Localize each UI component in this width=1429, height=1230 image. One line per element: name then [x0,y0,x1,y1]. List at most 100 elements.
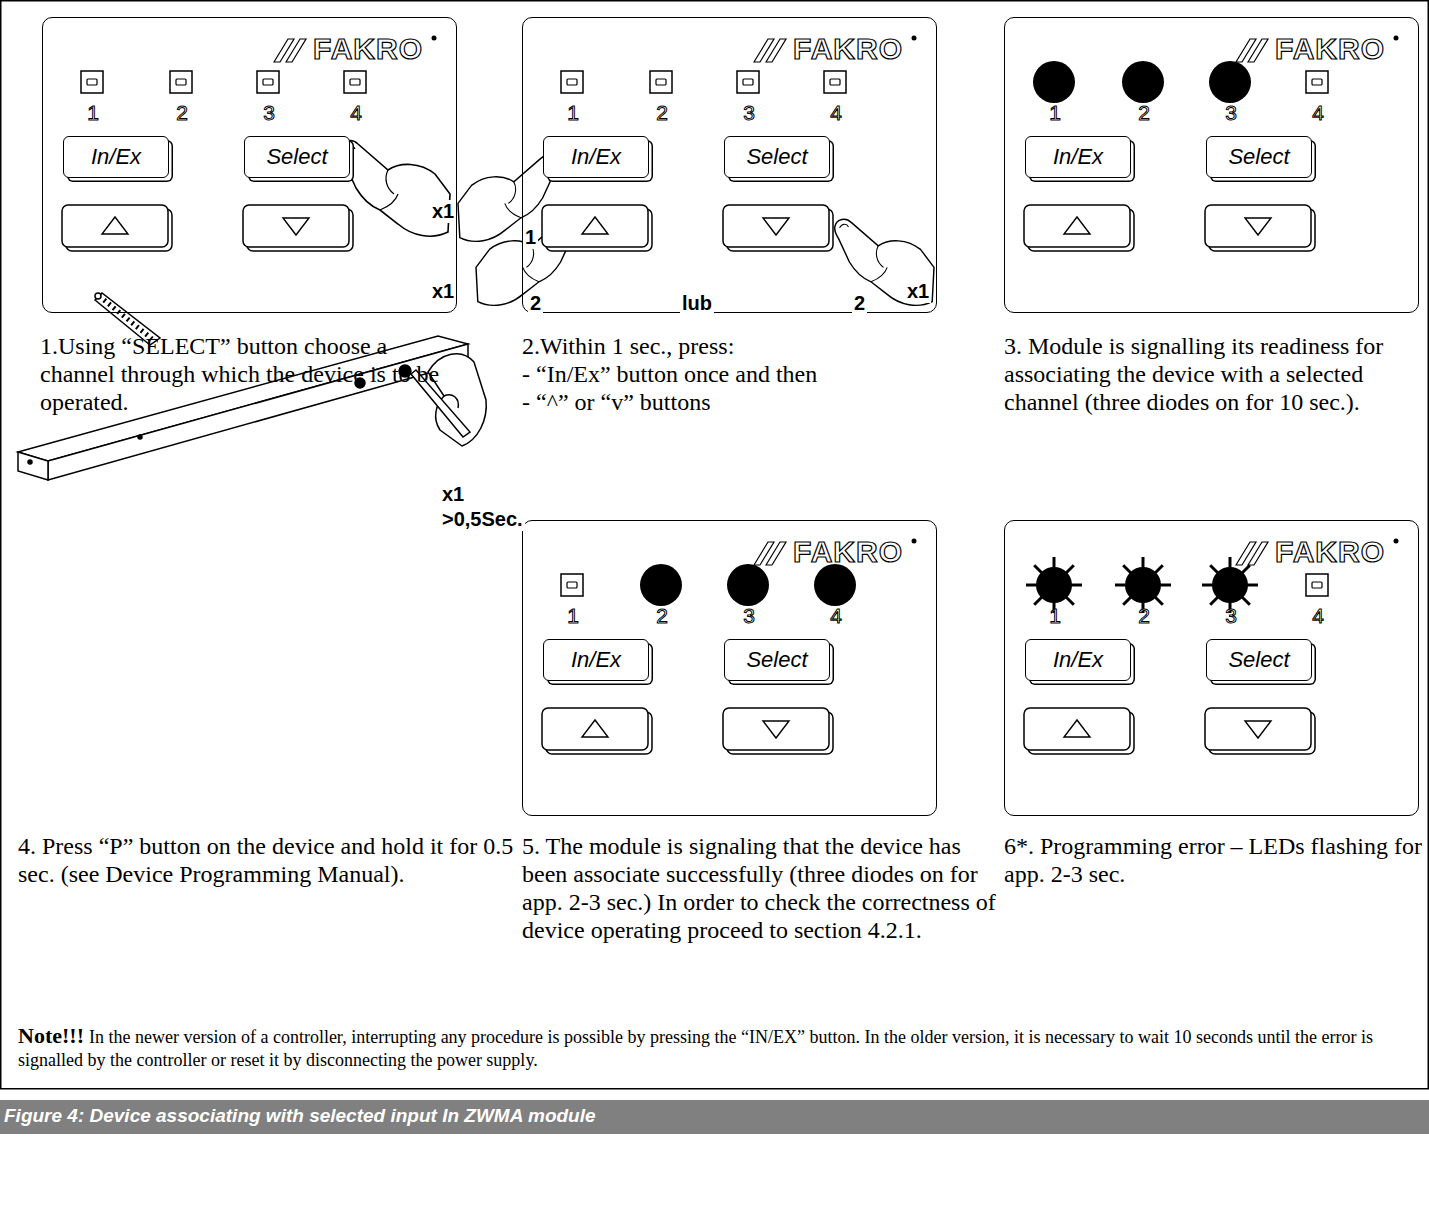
led [170,71,192,93]
led [1306,71,1328,93]
controller-panel: FAKRO1234In/ExSelect [1004,520,1419,816]
led [650,71,672,93]
led [824,71,846,93]
channel-number: 3 [1216,604,1246,628]
channel-number: 3 [734,604,764,628]
led [257,71,279,93]
push-button: Select [724,136,830,178]
count-mark: x1 [430,280,456,303]
arrow-button [1024,708,1134,754]
channel-number: 2 [1129,101,1159,125]
step-caption: 1.Using “SELECT” button choose a channel… [40,332,465,416]
logo-dot [431,35,436,40]
led [1306,574,1328,596]
logo-mark [754,39,786,62]
led [1033,61,1075,103]
or-word: lub [680,292,714,315]
channel-number: 1 [78,101,108,125]
logo-dot [1393,35,1398,40]
arrow-button [542,708,652,754]
led [727,564,769,606]
step-number: 2 [852,292,867,315]
step-caption: 3. Module is signalling its readiness fo… [1004,332,1422,416]
button-label: In/Ex [571,144,621,170]
logo-dot [911,35,916,40]
step-number: 1 [523,226,538,249]
controller-panel: FAKRO 1 2 3 4In/Ex Select [522,520,937,816]
push-button: Select [244,136,350,178]
logo-mark [754,542,786,565]
button-label: Select [1228,144,1289,170]
channel-number: 3 [1216,101,1246,125]
led [1209,61,1251,103]
channel-number: 3 [734,101,764,125]
push-button: Select [1206,639,1312,681]
step-caption: - “In/Ex” button once and then [522,360,817,388]
arrow-button [243,205,353,251]
step-caption: - “^” or “v” buttons [522,388,711,416]
push-button: Select [724,639,830,681]
led [640,564,682,606]
button-label: In/Ex [1053,647,1103,673]
step-caption: 5. The module is signaling that the devi… [522,832,1000,944]
channel-number: 2 [647,604,677,628]
channel-number: 1 [1040,101,1070,125]
logo-mark [274,39,306,62]
led [1122,61,1164,103]
push-button: In/Ex [63,136,169,178]
arrow-button [1024,205,1134,251]
push-button: In/Ex [543,639,649,681]
push-button: In/Ex [1025,639,1131,681]
channel-number: 2 [1129,604,1159,628]
caption-bar: Figure 4: Device associating with select… [0,1100,1429,1134]
button-label: Select [746,647,807,673]
controller-panel: FAKRO 1 2 3 4In/Ex Select [522,17,937,313]
step-caption: 4. Press “P” button on the device and ho… [18,832,518,888]
button-label: In/Ex [91,144,141,170]
window-actuator [18,293,486,480]
figure-frame [1,1,1429,1089]
logo-dot [911,538,916,543]
brand-logo: FAKRO [793,535,903,569]
push-button: In/Ex [1025,136,1131,178]
brand-logo: FAKRO [793,32,903,66]
hold-time: >0,5Sec. [440,508,525,531]
count-mark: x1 [430,200,456,223]
logo-dot [1393,538,1398,543]
note-text: In the newer version of a controller, in… [18,1027,1373,1070]
channel-number: 3 [254,101,284,125]
button-label: Select [266,144,327,170]
step-caption: 2.Within 1 sec., press: [522,332,734,360]
count-mark: x1 [440,483,466,506]
figure-caption: Figure 4: Device associating with select… [4,1105,596,1127]
led [561,71,583,93]
step-number: 2 [528,292,543,315]
arrow-button [723,205,833,251]
channel-number: 2 [167,101,197,125]
channel-number: 4 [1303,101,1333,125]
note-block: Note!!!In the newer version of a control… [18,1024,1418,1072]
controller-panel: FAKRO 1 2 3 4In/Ex Select [1004,17,1419,313]
led [81,71,103,93]
button-label: In/Ex [1053,144,1103,170]
count-mark: x1 [905,280,931,303]
led [737,71,759,93]
brand-logo: FAKRO [1275,535,1385,569]
button-label: Select [1228,647,1289,673]
brand-logo: FAKRO [313,32,423,66]
button-label: Select [746,144,807,170]
arrow-button [542,205,652,251]
controller-panel: FAKRO 1 2 3 4In/Ex Select [42,17,457,313]
push-button: In/Ex [543,136,649,178]
button-label: In/Ex [571,647,621,673]
channel-number: 4 [341,101,371,125]
push-button: Select [1206,136,1312,178]
channel-number: 2 [647,101,677,125]
channel-number: 4 [821,604,851,628]
brand-logo: FAKRO [1275,32,1385,66]
channel-number: 4 [821,101,851,125]
logo-mark [1236,39,1268,62]
led [814,564,856,606]
channel-number: 1 [558,604,588,628]
channel-number: 1 [1040,604,1070,628]
